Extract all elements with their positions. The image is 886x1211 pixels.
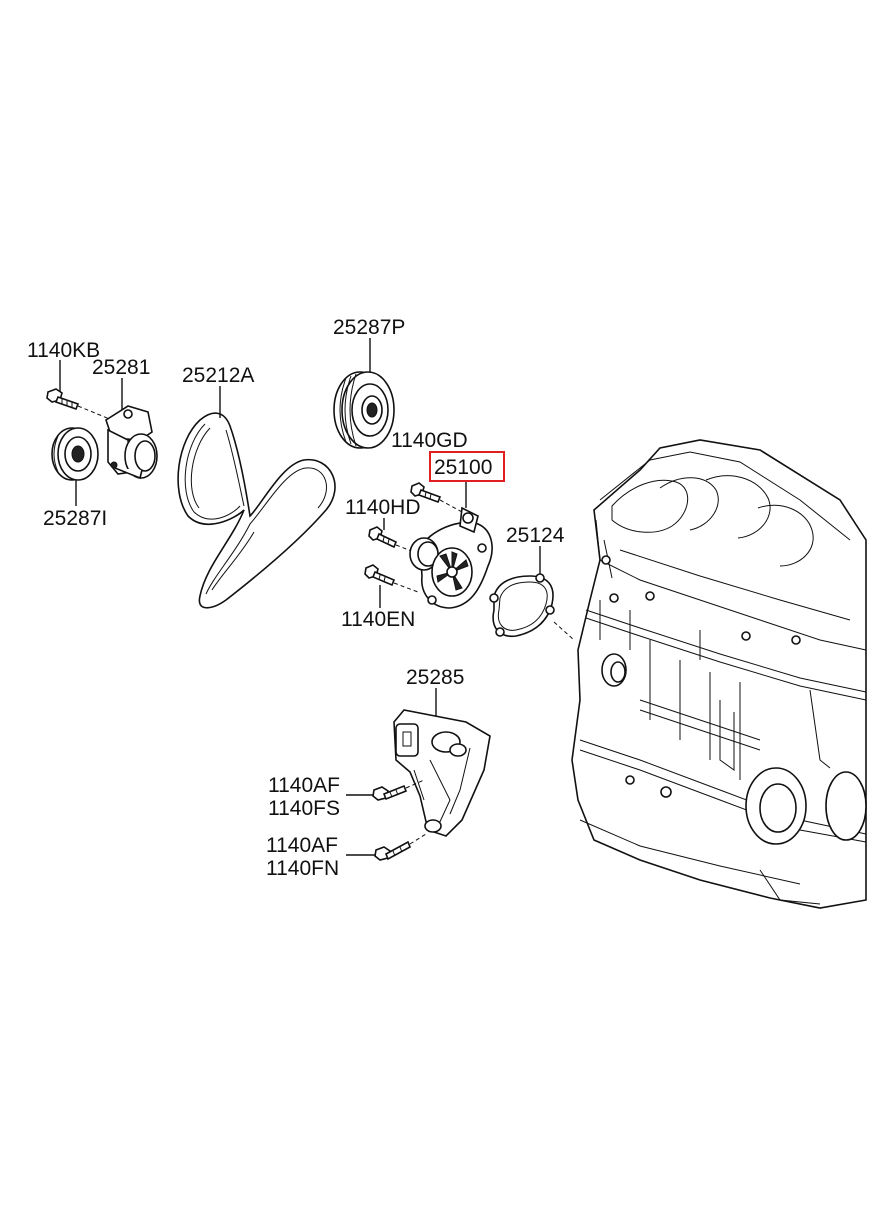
label-1140kb[interactable]: 1140KB	[27, 339, 100, 362]
water-pump-25100[interactable]	[409, 506, 493, 609]
label-1140fn[interactable]: 1140FN	[266, 857, 339, 880]
bolt-1140kb[interactable]	[46, 388, 113, 421]
label-1140hd[interactable]: 1140HD	[345, 496, 421, 519]
label-25285[interactable]: 25285	[406, 666, 464, 689]
label-25212a[interactable]: 25212A	[182, 364, 254, 387]
highlight-box-25100	[429, 451, 505, 482]
label-25281[interactable]: 25281	[92, 356, 150, 379]
idler-pulley-25287i[interactable]	[51, 427, 99, 481]
tensioner-assembly-25281[interactable]	[105, 405, 158, 480]
label-25287p[interactable]: 25287P	[333, 316, 405, 339]
drive-belt-25212a[interactable]	[177, 412, 336, 609]
label-25100[interactable]: 25100	[434, 456, 492, 479]
leader-lines	[59, 338, 541, 856]
bolt-1140gd[interactable]	[410, 482, 463, 513]
label-25287i[interactable]: 25287I	[43, 507, 107, 530]
label-1140gd[interactable]: 1140GD	[391, 429, 468, 452]
label-1140af-b[interactable]: 1140AF	[266, 834, 338, 857]
label-25124[interactable]: 25124	[506, 524, 565, 547]
idler-pulley-25287p[interactable]	[333, 371, 395, 449]
bolt-1140af-fn[interactable]	[374, 833, 427, 861]
engine-block	[571, 439, 867, 909]
bolt-1140hd[interactable]	[368, 526, 415, 553]
bolt-1140en[interactable]	[364, 564, 419, 593]
bolt-1140af-fs[interactable]	[372, 779, 425, 801]
bracket-25285[interactable]	[393, 709, 491, 837]
label-1140af-a[interactable]: 1140AF	[268, 774, 340, 797]
gasket-25124[interactable]	[489, 573, 575, 641]
label-1140en[interactable]: 1140EN	[341, 608, 415, 631]
label-1140fs[interactable]: 1140FS	[268, 797, 340, 820]
